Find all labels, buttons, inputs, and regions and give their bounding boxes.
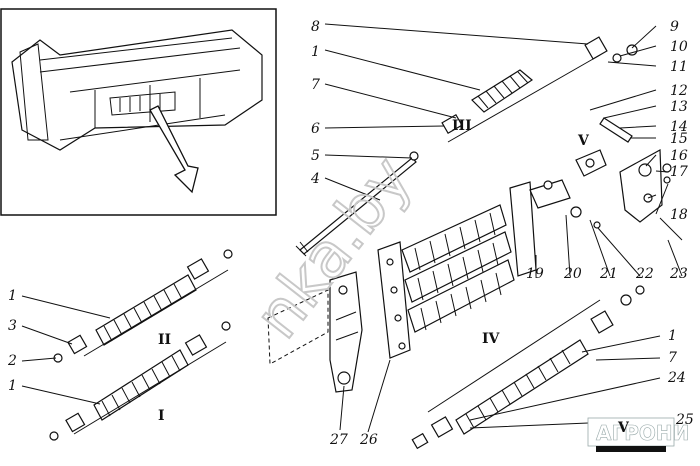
spring-assembly-III xyxy=(441,36,638,143)
label-7-right: 7 xyxy=(668,350,677,366)
label-11: 11 xyxy=(670,59,688,75)
label-1-top: 1 xyxy=(311,44,320,60)
group-V-lower: V xyxy=(617,420,630,436)
label-23: 23 xyxy=(669,266,688,282)
spring-assembly-II xyxy=(53,249,233,363)
group-I: I xyxy=(158,408,165,424)
small-fasteners xyxy=(543,180,601,229)
label-5: 5 xyxy=(311,148,320,164)
label-26: 26 xyxy=(359,432,378,448)
label-16: 16 xyxy=(670,148,688,164)
label-1-right: 1 xyxy=(668,328,677,344)
label-12: 12 xyxy=(670,83,688,99)
bracket xyxy=(575,117,683,241)
group-V-upper: V xyxy=(577,133,590,149)
mounting-plate xyxy=(267,271,363,393)
part-labels: 8 1 7 6 5 4 9 10 11 12 13 14 15 16 17 18… xyxy=(7,19,694,448)
label-20: 20 xyxy=(563,266,582,282)
label-7-top: 7 xyxy=(311,77,320,93)
label-22: 22 xyxy=(635,266,654,282)
label-19: 19 xyxy=(526,266,544,282)
group-II: II xyxy=(158,332,171,348)
label-14: 14 xyxy=(670,119,688,135)
label-21: 21 xyxy=(599,266,618,282)
group-labels: I II III IV V V xyxy=(158,118,630,436)
group-III: III xyxy=(452,118,472,134)
label-6: 6 xyxy=(311,121,320,137)
label-1-left-lower: 1 xyxy=(8,378,17,394)
label-17: 17 xyxy=(670,164,688,180)
label-25: 25 xyxy=(675,412,694,428)
label-2: 2 xyxy=(7,353,17,369)
label-4: 4 xyxy=(310,171,320,187)
label-8: 8 xyxy=(311,19,320,35)
spring-assembly-IV xyxy=(411,285,645,450)
spring-pack xyxy=(377,179,571,359)
tie-rod xyxy=(295,151,419,257)
label-24: 24 xyxy=(667,370,686,386)
label-1-left-upper: 1 xyxy=(8,288,17,304)
label-9: 9 xyxy=(670,19,679,35)
label-18: 18 xyxy=(670,207,688,223)
label-15: 15 xyxy=(670,131,688,147)
label-10: 10 xyxy=(670,39,688,55)
leader-lines xyxy=(21,23,683,433)
group-IV: IV xyxy=(482,331,501,347)
inset-machine-view xyxy=(0,8,277,216)
label-3: 3 xyxy=(8,318,17,334)
svg-text:АГРОНИ: АГРОНИ xyxy=(596,421,689,445)
logo-badge: АГРОНИ xyxy=(587,417,690,452)
spring-assembly-I xyxy=(49,321,231,441)
label-27: 27 xyxy=(329,432,348,448)
label-13: 13 xyxy=(670,99,688,115)
